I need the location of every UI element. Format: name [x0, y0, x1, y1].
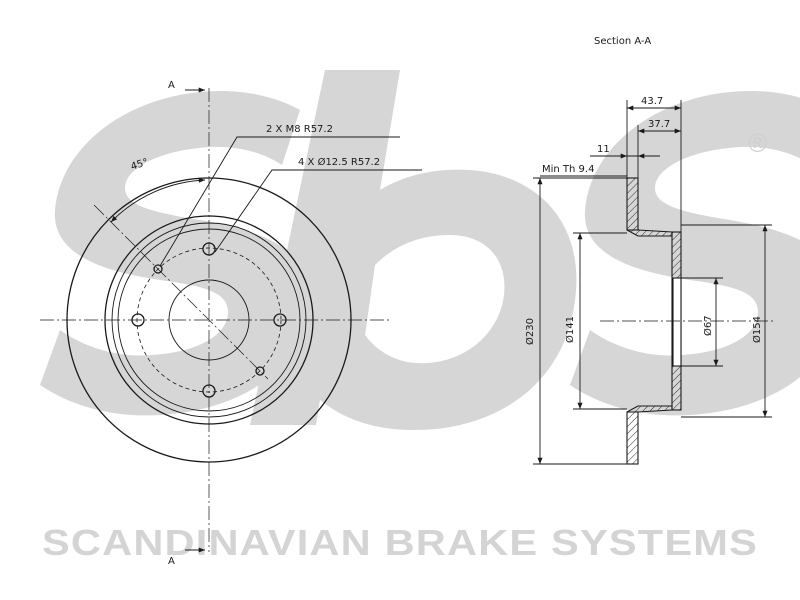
thread-callout-leader	[159, 136, 400, 267]
dim-bolt-face: Ø154	[751, 316, 763, 343]
sbs-logo-watermark	[40, 70, 800, 430]
thread-hole-1	[153, 264, 163, 274]
registered-mark: ®	[748, 128, 767, 158]
angle-label: 45°	[130, 157, 150, 173]
section-title: Section A-A	[594, 36, 651, 47]
dim-hat-height: 37.7	[648, 119, 670, 130]
thread-callout: 2 X M8 R57.2	[266, 124, 333, 135]
angle-arc	[110, 177, 206, 223]
front-view: A A 45° 2 X M8 R57.2 4 X Ø12.5 R57.2	[40, 80, 422, 567]
section-view: Section A-A 43.7 37.7 11 Min Th 9.4 Ø230	[524, 36, 775, 465]
dim-overall-height: 43.7	[641, 96, 663, 107]
dim-hat-diameter: Ø141	[564, 316, 576, 343]
thread-hole-2	[255, 366, 265, 376]
brand-text-watermark: SCANDINAVIAN BRAKE SYSTEMS	[42, 522, 758, 563]
section-mark-bottom: A	[168, 556, 175, 567]
center-bore-cut	[672, 277, 682, 367]
diagonal-centerline	[93, 204, 269, 380]
dim-min-thickness: Min Th 9.4	[542, 164, 594, 175]
friction-ring-lower-section	[626, 411, 639, 465]
hole-callout: 4 X Ø12.5 R57.2	[298, 156, 380, 168]
hole-callout-leader	[214, 169, 422, 253]
section-mark-top: A	[168, 80, 175, 91]
dim-center-bore: Ø67	[702, 315, 714, 336]
dim-outer-diameter: Ø230	[524, 318, 536, 345]
dim-thickness: 11	[597, 144, 610, 155]
friction-ring-upper-section	[626, 177, 639, 231]
